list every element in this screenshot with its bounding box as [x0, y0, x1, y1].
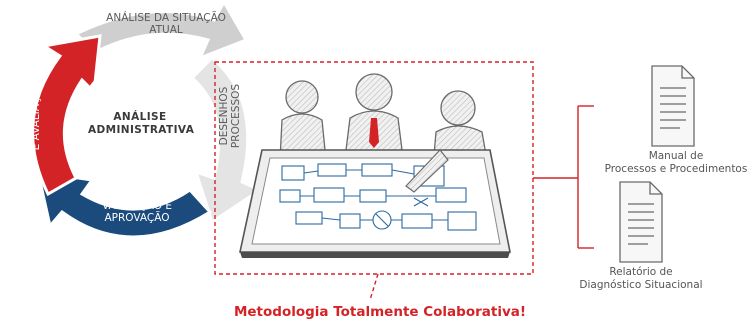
cycle-arrow-top: [73, 0, 249, 61]
document-icon: [651, 65, 695, 147]
person-left: [279, 80, 327, 161]
cycle-center: [78, 60, 202, 184]
step-bottom-label: VALIDAÇÃO E APROVAÇÃO: [101, 200, 173, 224]
collaboration-table: [239, 149, 511, 258]
document-label-manual: Manual de Processos e Procedimentos: [604, 150, 748, 175]
document-connectors: [533, 105, 594, 249]
step-left-label: ACOMPANHAMENTO E AVALIAÇÃO: [18, 63, 42, 169]
flowchart-sketch: [279, 163, 477, 231]
person-right-arm: [405, 149, 449, 193]
step-right-label: DESENHOS PROCESSOS: [218, 83, 242, 149]
frame-to-tagline-connector: [369, 273, 379, 301]
step-top-label: ANÁLISE DA SITUAÇÃO ATUAL: [106, 12, 226, 36]
cycle-arrow-left: [31, 34, 102, 197]
document-label-report: Relatório de Diagnóstico Situacional: [579, 266, 703, 291]
cycle-arrow-right: [189, 55, 264, 225]
center-title: ANÁLISE ADMINISTRATIVA: [88, 111, 195, 136]
tagline: Metodologia Totalmente Colaborativa!: [233, 304, 527, 320]
collaboration-frame: [214, 61, 534, 275]
document-icon: [619, 181, 663, 263]
